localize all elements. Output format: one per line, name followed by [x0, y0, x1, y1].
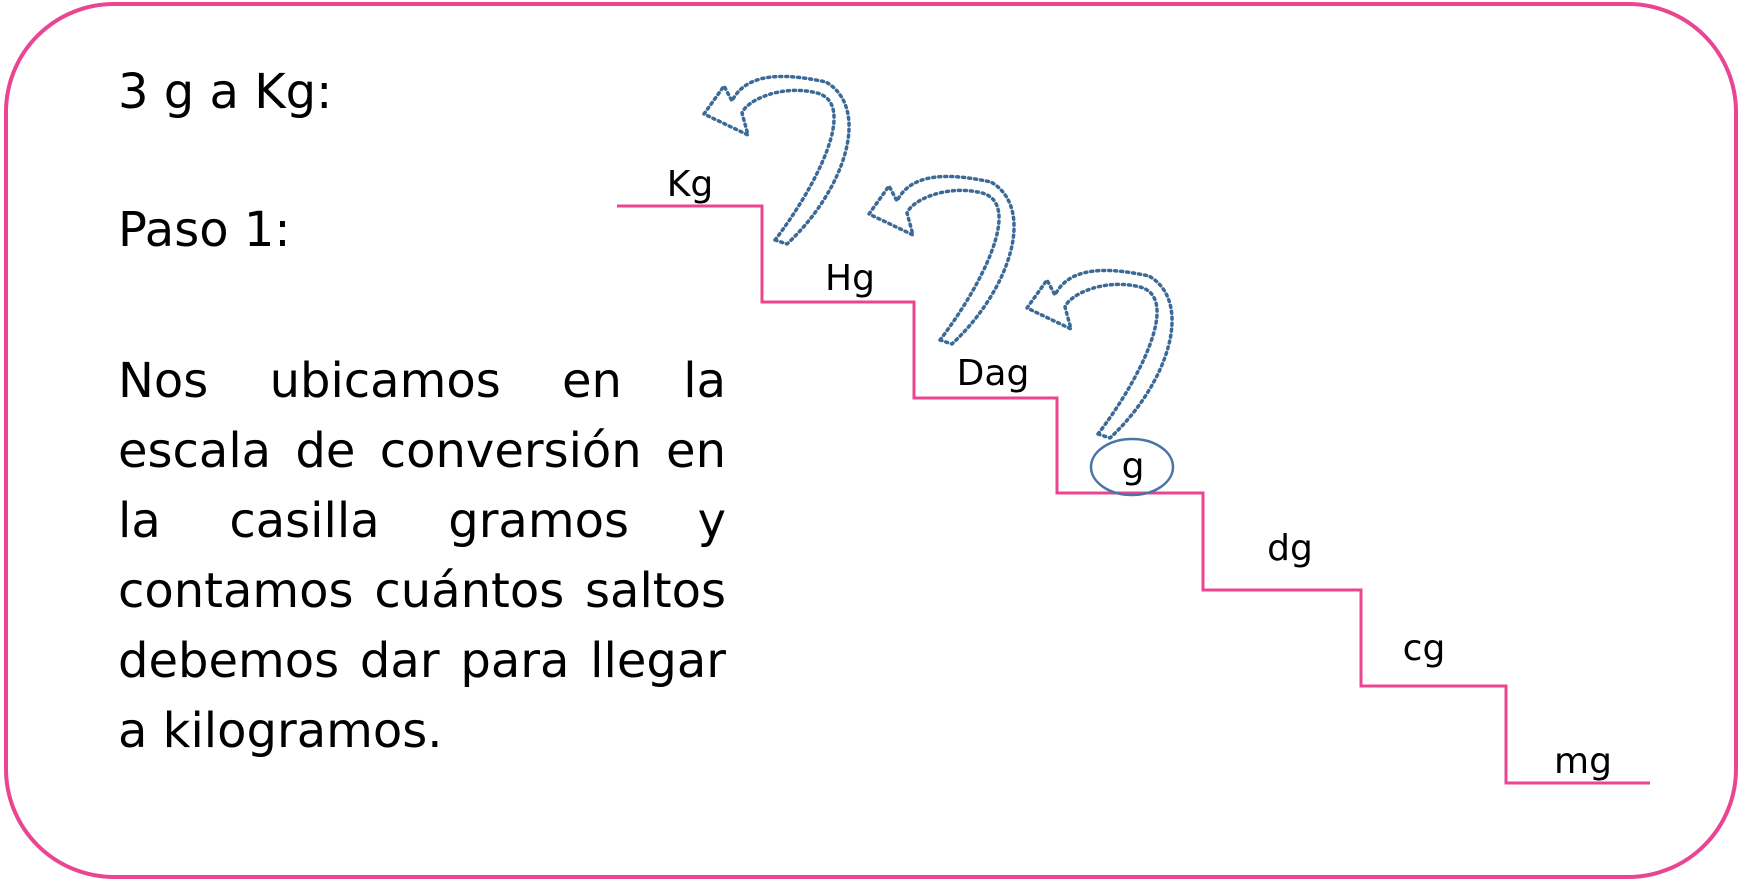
jump-arrow-dag-to-hg — [867, 174, 1016, 346]
stairs-line — [617, 204, 1650, 785]
jump-arrow-g-to-dag — [1025, 268, 1174, 440]
jump-arrow-hg-to-kg — [702, 74, 851, 246]
unit-label-g: g — [1122, 446, 1145, 487]
jump-arrows — [702, 74, 1174, 440]
unit-label-hg: Hg — [825, 258, 875, 299]
explanation-text: Nos ubicamos en la escala de conversión … — [118, 353, 726, 759]
unit-label-kg: Kg — [667, 164, 713, 205]
unit-label-mg: mg — [1554, 741, 1612, 782]
unit-label-dag: Dag — [957, 353, 1030, 394]
step-heading: Paso 1: — [118, 202, 291, 258]
unit-labels: Kg Hg Dag g dg cg mg — [667, 164, 1612, 782]
slide-frame — [4, 2, 1738, 879]
unit-label-dg: dg — [1267, 528, 1313, 569]
slide-title: 3 g a Kg: — [118, 64, 333, 120]
highlight-circle — [1089, 437, 1175, 497]
unit-label-cg: cg — [1403, 628, 1446, 669]
